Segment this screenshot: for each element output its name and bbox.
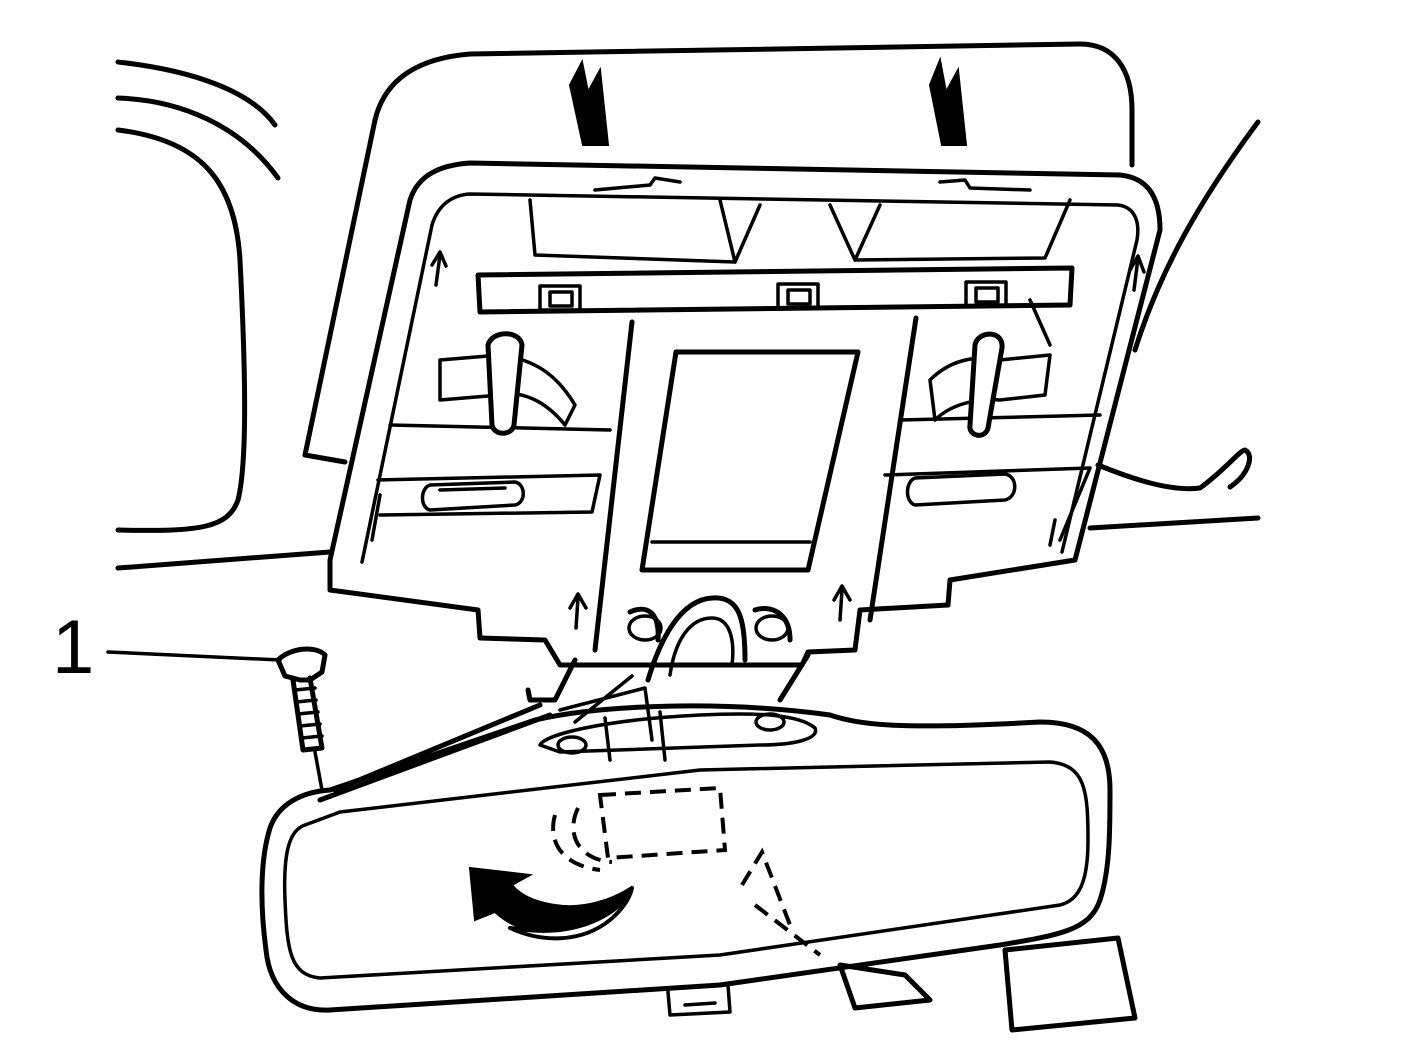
- callout-number-1: 1: [52, 605, 95, 690]
- mirror-mount-bracket: [525, 595, 811, 742]
- push-up-arrow-icon: [568, 56, 968, 146]
- headliner-panel: [302, 41, 1135, 465]
- rear-view-mirror: [259, 702, 1113, 1017]
- windshield-right-edge: [1087, 119, 1261, 531]
- overhead-console-frame: [327, 160, 1163, 668]
- windshield-trim: [115, 59, 333, 571]
- callout-1-leader: [106, 650, 282, 662]
- rotate-arrow-icon: [468, 866, 634, 941]
- console-rail: [475, 265, 1075, 347]
- mirror-cover-pieces: [837, 935, 1138, 1033]
- reading-lamp-left: [370, 331, 612, 542]
- reading-lamp-right: [883, 331, 1102, 547]
- mounting-screw: [275, 646, 328, 792]
- console-center-opening: [592, 315, 919, 653]
